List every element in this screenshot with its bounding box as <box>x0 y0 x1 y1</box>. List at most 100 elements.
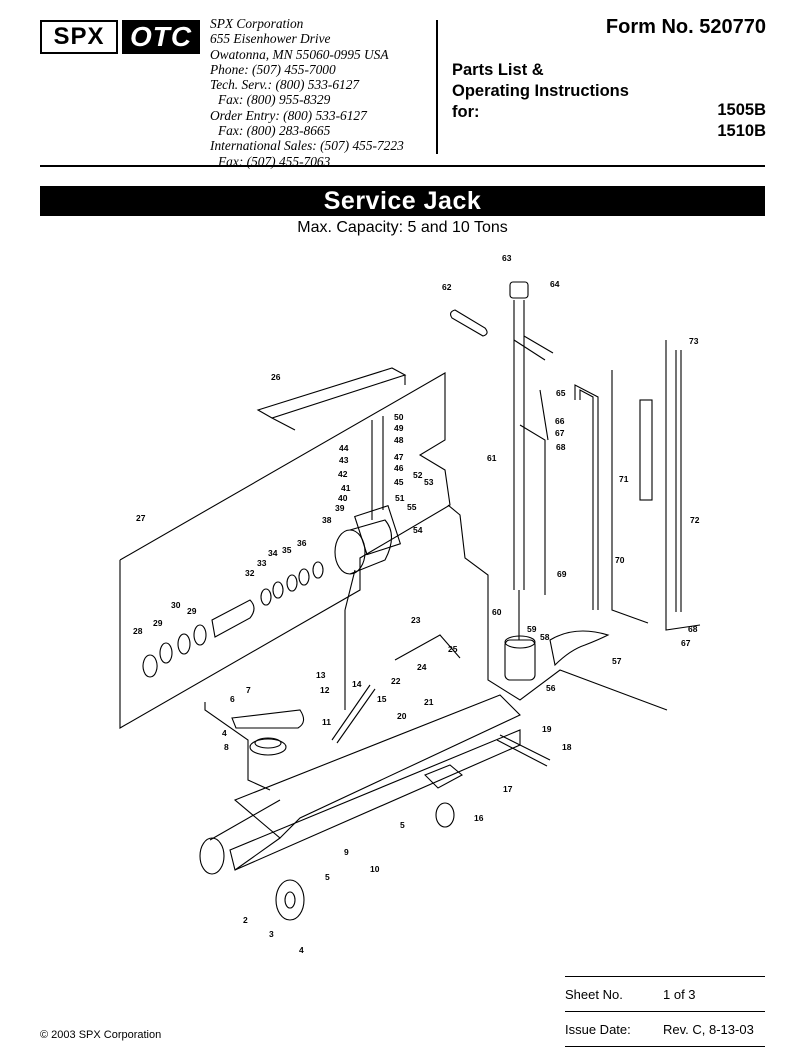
callout-label: 55 <box>407 502 417 512</box>
callout-label: 40 <box>338 493 348 503</box>
rod-sleeve <box>639 399 653 501</box>
callout-label: 20 <box>397 711 407 721</box>
header-divider-vertical <box>436 20 438 154</box>
address-line: Order Entry: (800) 533-6127 <box>210 107 367 123</box>
callout-label: 68 <box>556 442 566 452</box>
callout-label: 18 <box>562 742 572 752</box>
callout-label: 59 <box>527 624 537 634</box>
wheel-hub <box>284 891 296 909</box>
callout-label: 5 <box>325 872 330 882</box>
callout-label: 73 <box>689 336 699 346</box>
copyright-notice: © 2003 SPX Corporation <box>40 1029 162 1041</box>
callout-label: 51 <box>395 493 405 503</box>
callout-label: 53 <box>424 477 434 487</box>
callout-label: 72 <box>690 515 700 525</box>
cover-plate-edge <box>271 417 296 431</box>
header-divider-horizontal <box>40 165 765 167</box>
pump-group-outline <box>119 372 451 729</box>
callout-label: 16 <box>474 813 484 823</box>
document-subtitle: Max. Capacity: 5 and 10 Tons <box>297 219 508 236</box>
release-rod <box>579 389 594 610</box>
rear-axle <box>496 739 548 767</box>
model-numbers: 1505B 1510B <box>717 100 766 142</box>
callout-label: 65 <box>556 388 566 398</box>
callout-label: 50 <box>394 412 404 422</box>
address-line: 655 Eisenhower Drive <box>210 31 331 47</box>
callout-label: 21 <box>424 697 434 707</box>
callout-label: 67 <box>681 638 691 648</box>
callout-label: 15 <box>377 694 387 704</box>
callout-label: 24 <box>417 662 427 672</box>
frame-rail <box>234 837 281 871</box>
callout-label: 66 <box>555 416 565 426</box>
rod-group-outline <box>611 370 649 624</box>
form-number: Form No. 520770 <box>605 16 766 38</box>
lift-arm <box>231 709 305 729</box>
document-title: Service Jack <box>40 186 765 216</box>
rear-axle <box>499 734 551 761</box>
callout-label: 4 <box>299 945 304 955</box>
diagram-svg: 2 3 4 4 5 5 6 7 8 9 10 11 12 13 14 15 16… <box>119 253 701 955</box>
frame-rail <box>209 799 281 841</box>
callout-label: 45 <box>394 477 404 487</box>
handle-bracket <box>519 424 546 595</box>
saddle <box>249 738 287 756</box>
callout-label: 61 <box>487 453 497 463</box>
handle-cross-bar <box>513 339 546 361</box>
callout-label: 57 <box>612 656 622 666</box>
seal-ring <box>272 581 284 599</box>
seal-ring <box>260 588 272 606</box>
callout-label: 56 <box>546 683 556 693</box>
model-number: 1505B <box>717 101 766 119</box>
grip-sleeve <box>450 309 488 337</box>
ram-cylinder-body <box>349 519 393 575</box>
callout-label: 63 <box>502 253 512 263</box>
seal-ring <box>177 633 191 655</box>
callout-label: 5 <box>400 820 405 830</box>
callout-label: 14 <box>352 679 362 689</box>
callout-label: 8 <box>224 742 229 752</box>
front-wheel <box>275 879 305 921</box>
address-line: Phone: (507) 455-7000 <box>210 61 336 77</box>
callout-label: 36 <box>297 538 307 548</box>
address-line: SPX Corporation <box>210 16 304 31</box>
front-wheel <box>199 837 225 875</box>
company-address: SPX Corporation 655 Eisenhower Drive Owa… <box>210 16 435 169</box>
pump-block <box>354 505 402 556</box>
callout-label: 32 <box>245 568 255 578</box>
callout-label: 29 <box>153 618 163 628</box>
release-lever <box>549 630 610 667</box>
callout-label: 47 <box>394 452 404 462</box>
frame-side <box>233 694 521 839</box>
callout-label: 12 <box>320 685 330 695</box>
rear-caster <box>435 802 455 828</box>
address-line: International Sales: (507) 455-7223 <box>210 138 404 154</box>
parts-title-line: Operating Instructions <box>452 82 629 100</box>
link-group-outline <box>204 702 271 791</box>
callout-label: 25 <box>448 644 458 654</box>
parts-title-line: Parts List & <box>452 61 544 79</box>
pointer-line <box>344 569 356 611</box>
callout-label: 38 <box>322 515 332 525</box>
diagram-linework <box>119 281 701 921</box>
callout-label: 33 <box>257 558 267 568</box>
diagram-callouts: 2 3 4 4 5 5 6 7 8 9 10 11 12 13 14 15 16… <box>133 253 700 955</box>
callout-label: 54 <box>413 525 423 535</box>
issue-date-value: Rev. C, 8-13-03 <box>663 1022 754 1037</box>
handle-cross-bar <box>523 335 554 354</box>
callout-label: 26 <box>271 372 281 382</box>
otc-logo: OTC <box>122 20 200 54</box>
callout-label: 69 <box>557 569 567 579</box>
callout-label: 10 <box>370 864 380 874</box>
callout-label: 6 <box>230 694 235 704</box>
link-group-outline <box>394 634 461 661</box>
seal-ring <box>298 568 310 586</box>
sheet-info-table: Sheet No. 1 of 3 Issue Date: Rev. C, 8-1… <box>565 976 765 1047</box>
callout-label: 52 <box>413 470 423 480</box>
callout-label: 42 <box>338 469 348 479</box>
address-line: Fax: (800) 955-8329 <box>218 92 331 108</box>
handle-grip <box>509 281 529 299</box>
ram-cylinder-end <box>334 529 366 575</box>
sheet-number-label: Sheet No. <box>565 987 623 1002</box>
callout-label: 28 <box>133 626 143 636</box>
